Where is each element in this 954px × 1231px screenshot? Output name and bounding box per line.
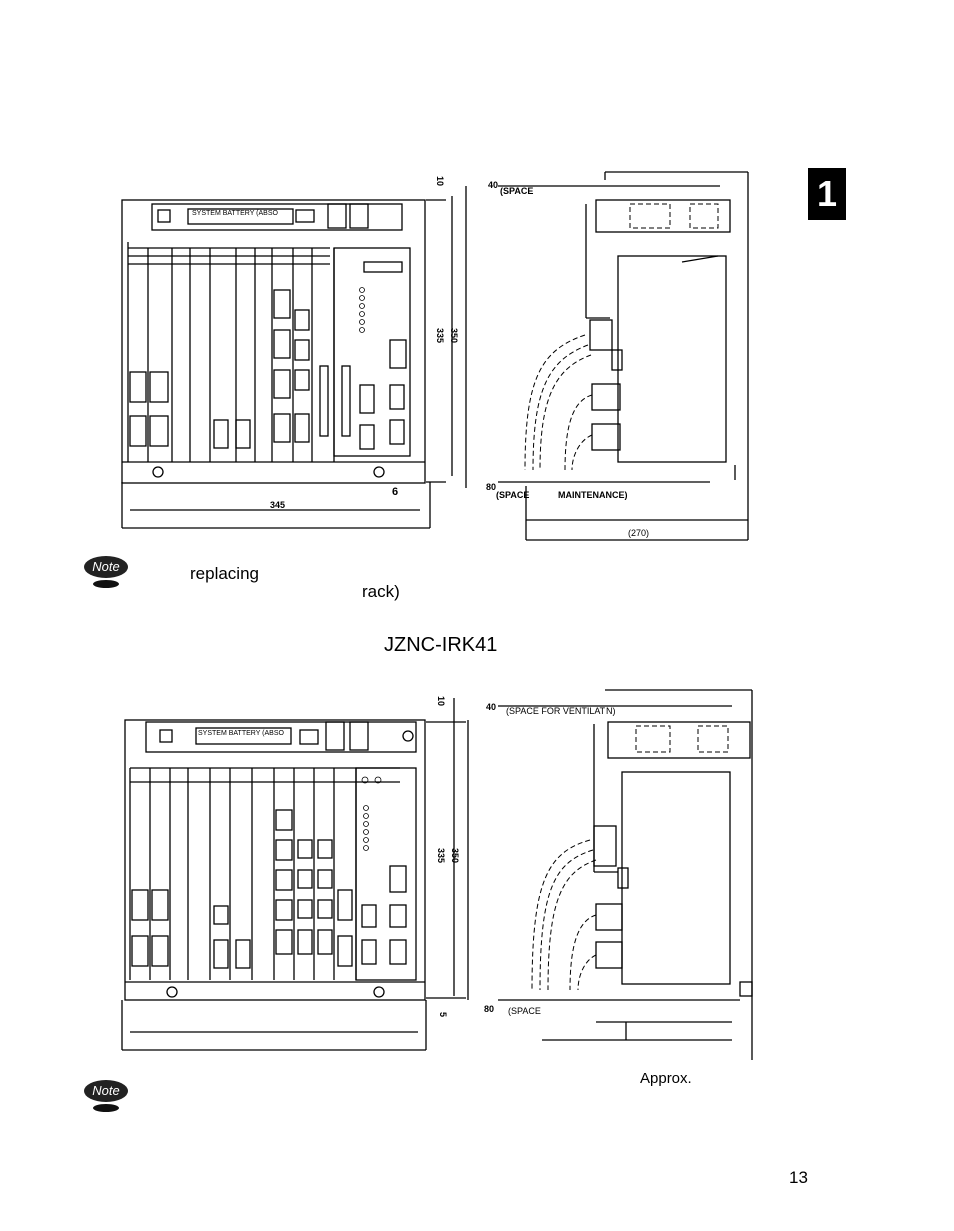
upper-side-dimension: 6 bbox=[392, 486, 399, 498]
section-tab-marker: 1 bbox=[808, 168, 846, 220]
lower-side-top-space-tail: N) bbox=[606, 706, 616, 716]
upper-side-bottom-space-value: 80 bbox=[486, 482, 497, 492]
lower-note-badge: Note bbox=[84, 1080, 128, 1102]
upper-note-text-2: rack) bbox=[362, 582, 400, 601]
upper-rack-frame bbox=[121, 199, 426, 484]
upper-width-dimension: 345 bbox=[270, 500, 286, 510]
upper-battery-label: SYSTEM BATTERY (ABSO bbox=[192, 210, 278, 217]
upper-side-bottom-space-text: (SPACE bbox=[496, 490, 530, 500]
lower-side-top-space-value: 40 bbox=[486, 702, 497, 712]
lower-battery-label: SYSTEM BATTERY (ABSO bbox=[198, 730, 284, 737]
lower-side-bottom-space-text: (SPACE bbox=[508, 1006, 541, 1016]
lower-side-top-space-text: (SPACE FOR VENTILAT bbox=[506, 706, 606, 716]
lower-side-bottom-space-value: 80 bbox=[484, 1004, 495, 1014]
model-caption: JZNC-IRK41 bbox=[384, 634, 498, 656]
page-number: 13 bbox=[789, 1168, 808, 1187]
lower-note-stem bbox=[93, 1104, 119, 1112]
upper-note-stem bbox=[93, 580, 119, 588]
upper-side-top-space-text: (SPACE bbox=[500, 186, 534, 196]
upper-note-badge: Note bbox=[84, 556, 128, 578]
upper-side-top-space-value: 40 bbox=[488, 180, 499, 190]
upper-side-depth: (270) bbox=[628, 528, 650, 538]
upper-side-maintenance-text: MAINTENANCE) bbox=[558, 490, 628, 500]
upper-note-text-1: replacing bbox=[190, 564, 259, 583]
approx-text: Approx. bbox=[640, 1070, 692, 1087]
lower-rack-frame bbox=[124, 719, 426, 1001]
